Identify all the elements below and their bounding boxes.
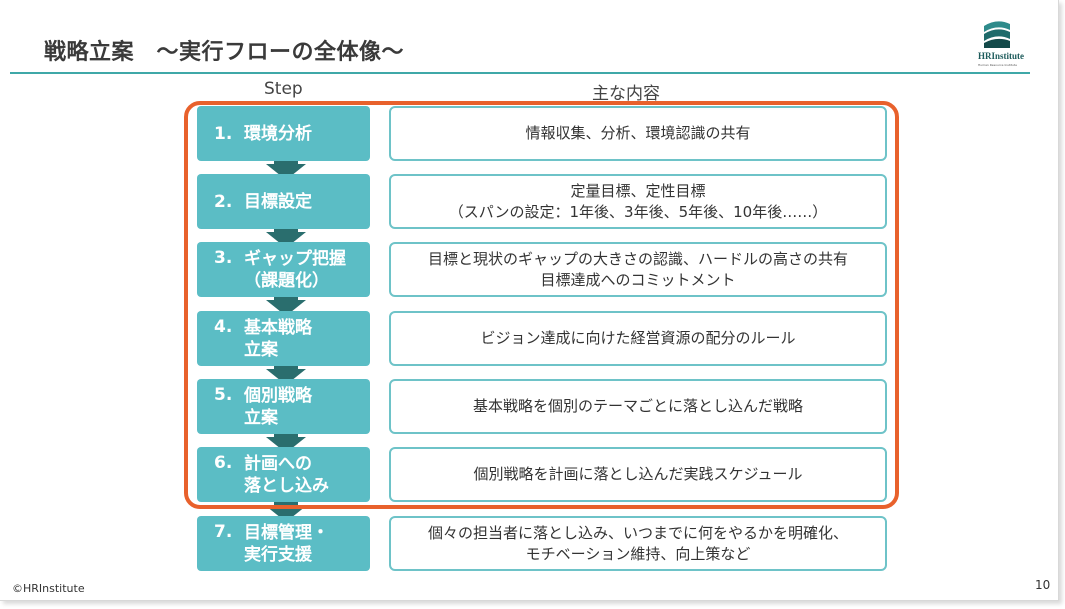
step-number: 6.: [214, 453, 233, 473]
content-text: 個々の担当者に落とし込み、いつまでに何をやるかを明確化、 モチベーション維持、向…: [427, 523, 848, 563]
column-header-step: Step: [264, 79, 303, 99]
step-box-3: 3. ギャップ把握 （課題化）: [197, 242, 370, 297]
step-label: ギャップ把握 （課題化）: [244, 248, 346, 291]
step-number: 3.: [214, 248, 233, 268]
step-label: 個別戦略 立案: [244, 385, 312, 428]
flow-arrow-icon: [266, 433, 306, 453]
step-number: 5.: [214, 385, 233, 405]
flow-arrow-icon: [266, 160, 306, 180]
logo-wave-icon: [984, 21, 1010, 48]
hrinstitute-logo: HRInstitute Human Resource Institute: [978, 18, 1034, 68]
flow-arrow-icon: [266, 365, 306, 385]
content-text: 情報収集、分析、環境認識の共有: [525, 124, 751, 142]
step-box-4: 4. 基本戦略 立案: [197, 311, 370, 366]
step-label: 目標設定: [244, 191, 312, 212]
step-label: 目標管理・ 実行支援: [244, 522, 329, 565]
step-box-5: 5. 個別戦略 立案: [197, 379, 370, 434]
step-label: 基本戦略 立案: [244, 317, 312, 360]
step-box-2: 2. 目標設定: [197, 174, 370, 229]
step-box-1: 1. 環境分析: [197, 106, 370, 161]
logo-tagline: Human Resource Institute: [978, 63, 1017, 67]
step-number: 7.: [214, 522, 233, 542]
step-number: 1.: [214, 123, 233, 144]
content-box-7: 個々の担当者に落とし込み、いつまでに何をやるかを明確化、 モチベーション維持、向…: [389, 516, 887, 571]
step-box-6: 6. 計画への 落とし込み: [197, 447, 370, 502]
page-number: 10: [1035, 578, 1051, 592]
content-box-6: 個別戦略を計画に落とし込んだ実践スケジュール: [389, 447, 887, 502]
logo-brand: HRInstitute: [978, 51, 1025, 61]
step-label: 環境分析: [244, 123, 312, 144]
content-box-1: 情報収集、分析、環境認識の共有: [389, 106, 887, 161]
content-text: 定量目標、定性目標 （スパンの設定：1年後、3年後、5年後、10年後……）: [448, 181, 828, 221]
column-header-content: 主な内容: [592, 84, 660, 104]
title-divider: [10, 72, 1030, 74]
flow-arrow-icon: [266, 228, 306, 248]
content-box-2: 定量目標、定性目標 （スパンの設定：1年後、3年後、5年後、10年後……）: [389, 174, 887, 229]
step-number: 4.: [214, 317, 233, 337]
step-label: 計画への 落とし込み: [244, 453, 329, 496]
content-text: 基本戦略を個別のテーマごとに落とし込んだ戦略: [472, 397, 803, 415]
content-text: 目標と現状のギャップの大きさの認識、ハードルの高さの共有 目標達成へのコミットメ…: [427, 249, 848, 289]
content-text: 個別戦略を計画に落とし込んだ実践スケジュール: [473, 465, 803, 483]
flow-arrow-icon: [266, 296, 306, 316]
content-box-4: ビジョン達成に向けた経営資源の配分のルール: [389, 311, 887, 366]
copyright: ©HRInstitute: [12, 582, 85, 595]
content-box-5: 基本戦略を個別のテーマごとに落とし込んだ戦略: [389, 379, 887, 434]
step-number: 2.: [214, 191, 233, 212]
step-box-7: 7. 目標管理・ 実行支援: [197, 516, 370, 571]
content-box-3: 目標と現状のギャップの大きさの認識、ハードルの高さの共有 目標達成へのコミットメ…: [389, 242, 887, 297]
content-text: ビジョン達成に向けた経営資源の配分のルール: [480, 329, 796, 347]
slide-title: 戦略立案 ～実行フローの全体像～: [44, 40, 405, 65]
